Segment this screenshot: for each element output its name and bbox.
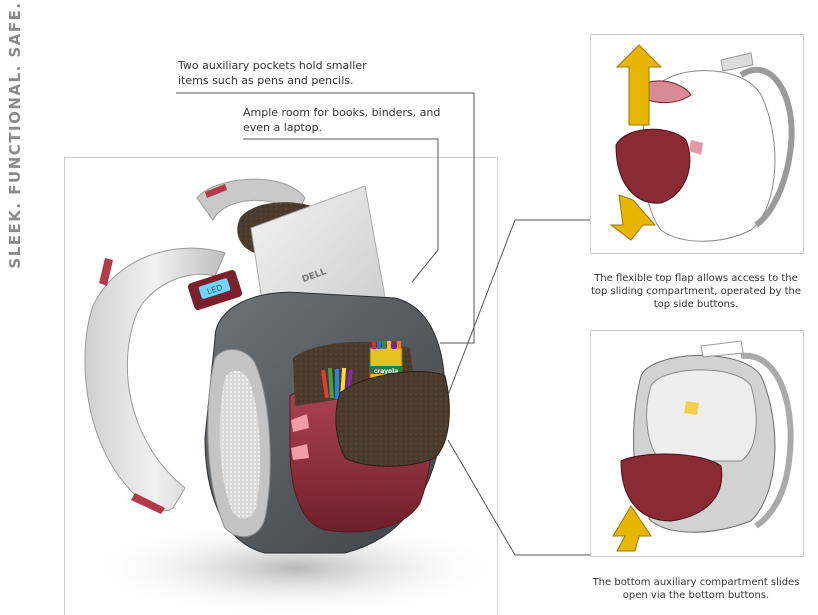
callout-room: Ample room for books, binders, and even … <box>243 105 443 135</box>
caption-bottom-text: The bottom auxiliary compartment slides … <box>592 577 800 601</box>
caption-top-flap-text: The flexible top flap allows access to t… <box>590 273 801 310</box>
callout-pockets: Two auxiliary pockets hold smaller items… <box>178 58 378 88</box>
side-title: SLEEK. FUNCTIONAL. SAFE. <box>2 0 28 270</box>
caption-bottom: The bottom auxiliary compartment slides … <box>588 576 804 602</box>
side-title-text: SLEEK. FUNCTIONAL. SAFE. <box>6 1 24 269</box>
caption-top-flap: The flexible top flap allows access to t… <box>588 272 804 311</box>
main-render-frame: LED DELL crayola <box>64 157 498 615</box>
bottom-compartment-detail-frame <box>590 330 804 557</box>
top-flap-sketch <box>609 44 795 242</box>
callout-pockets-text: Two auxiliary pockets hold smaller items… <box>178 59 367 87</box>
callout-room-text: Ample room for books, binders, and even … <box>243 106 441 134</box>
top-flap-detail-frame <box>590 34 804 254</box>
backpack-illustration: LED DELL crayola <box>84 178 497 615</box>
bottom-compartment-sketch <box>612 340 794 552</box>
crayon-box-label: crayola <box>374 368 399 375</box>
